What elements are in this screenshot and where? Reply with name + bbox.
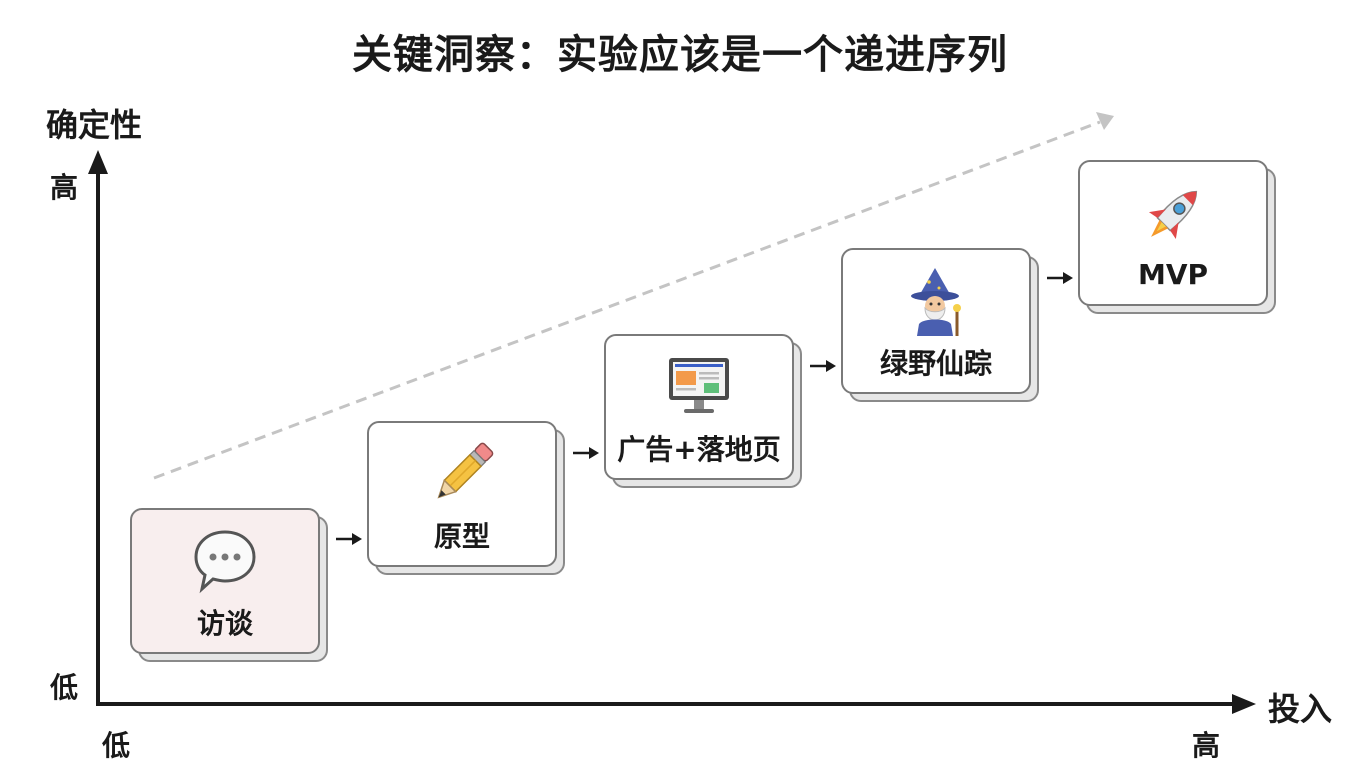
connector-4-head: [1063, 272, 1073, 284]
rocket-icon: [1080, 180, 1266, 250]
x-axis-high-label: 高: [1192, 729, 1221, 762]
y-axis: [88, 150, 108, 704]
connector-1-head: [352, 533, 362, 545]
step-card-ad-landing-page: 广告+落地页: [604, 334, 794, 480]
speech-bubble-icon: [132, 526, 318, 596]
step-connectors: [336, 272, 1073, 545]
trend-arrow: [153, 112, 1114, 480]
step-card-mvp: MVP: [1078, 160, 1268, 306]
step-card-wizard-of-oz: 绿野仙踪: [841, 248, 1031, 394]
step-card-interview: 访谈: [130, 508, 320, 654]
y-axis-low-label: 低: [50, 671, 79, 704]
connector-2-head: [589, 447, 599, 459]
y-axis-high-label: 高: [50, 171, 79, 204]
x-axis: [96, 694, 1256, 714]
computer-monitor-icon: [606, 352, 792, 422]
step-label-wizard-of-oz: 绿野仙踪: [879, 347, 992, 380]
pencil-icon: [369, 439, 555, 509]
step-label-mvp: MVP: [1137, 258, 1209, 291]
step-label-prototype: 原型: [433, 520, 490, 553]
x-axis-low-label: 低: [102, 729, 131, 762]
diagram-title: 关键洞察：实验应该是一个递进序列: [352, 32, 1008, 78]
connector-3-head: [826, 360, 836, 372]
wizard-icon: [843, 266, 1029, 336]
step-label-ad-landing-page: 广告+落地页: [617, 433, 781, 466]
y-axis-title: 确定性: [46, 106, 143, 144]
step-label-interview: 访谈: [196, 607, 253, 640]
x-axis-title: 投入: [1268, 690, 1333, 728]
step-card-prototype: 原型: [367, 421, 557, 567]
